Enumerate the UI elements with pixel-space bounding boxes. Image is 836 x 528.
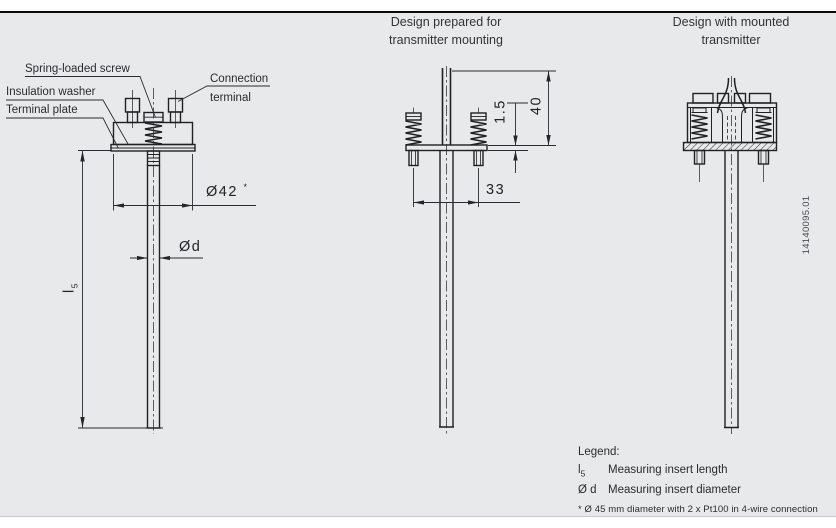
figure-background <box>0 13 836 517</box>
left-view-dimensions <box>78 150 256 429</box>
middle-view-title: Design prepared for transmitter mounting <box>361 13 531 49</box>
legend-symbol-l5: l5 <box>578 462 608 483</box>
legend-symbol-l5-base: l <box>578 463 581 476</box>
dimension-plate-thickness: 1.5 <box>492 99 509 124</box>
middle-view-title-line2: transmitter mounting <box>389 33 503 47</box>
middle-view-linework <box>405 66 488 434</box>
legend-symbol-diameter: Ø d <box>578 484 597 497</box>
right-view-title-line1: Design with mounted <box>672 15 790 29</box>
legend-footnote: * Ø 45 mm diameter with 2 x Pt100 in 4-w… <box>578 503 818 515</box>
legend: Legend: l5 Measuring insert length Ø d M… <box>578 444 818 515</box>
dimension-head-diameter-note: * <box>243 182 247 192</box>
right-view-linework <box>682 76 778 434</box>
dimension-head-diameter: Ø42 * <box>206 182 247 200</box>
right-view-title: Design with mounted transmitter <box>646 13 816 49</box>
label-terminal-plate: Terminal plate <box>6 104 78 116</box>
label-connection-terminal: Connection terminal <box>210 70 268 107</box>
dimension-insert-length: l5 <box>61 273 80 303</box>
label-insulation-washer: Insulation washer <box>6 86 96 98</box>
dimension-insert-diameter: Ød <box>179 239 202 255</box>
legend-item-insert-length: l5 Measuring insert length <box>578 462 818 483</box>
legend-desc-insert-diameter: Measuring insert diameter <box>608 484 741 497</box>
drawing-number: 14140095.01 <box>801 195 812 255</box>
legend-heading: Legend: <box>578 446 620 458</box>
legend-item-insert-diameter: Ø d Measuring insert diameter <box>578 482 818 500</box>
left-view-linework <box>110 88 196 434</box>
legend-symbol-l5-sub: 5 <box>580 467 586 478</box>
middle-view-title-line1: Design prepared for <box>390 15 502 29</box>
top-rule <box>0 11 836 13</box>
legend-desc-insert-length: Measuring insert length <box>608 463 728 476</box>
middle-view-dimensions <box>413 70 556 207</box>
label-connection-terminal-line2: terminal <box>210 91 251 104</box>
dimension-screw-spacing: 33 <box>486 182 506 198</box>
dimension-insert-length-sub: 5 <box>69 282 80 289</box>
left-view-leader-lines <box>6 76 270 149</box>
right-view-title-line2: transmitter <box>701 33 761 47</box>
dimension-head-diameter-value: Ø42 <box>206 184 238 200</box>
dimension-height-40: 40 <box>528 95 545 116</box>
label-connection-terminal-line1: Connection <box>210 73 269 85</box>
label-spring-loaded-screw: Spring-loaded screw <box>25 63 130 75</box>
dimension-insert-length-base: l <box>61 288 78 293</box>
